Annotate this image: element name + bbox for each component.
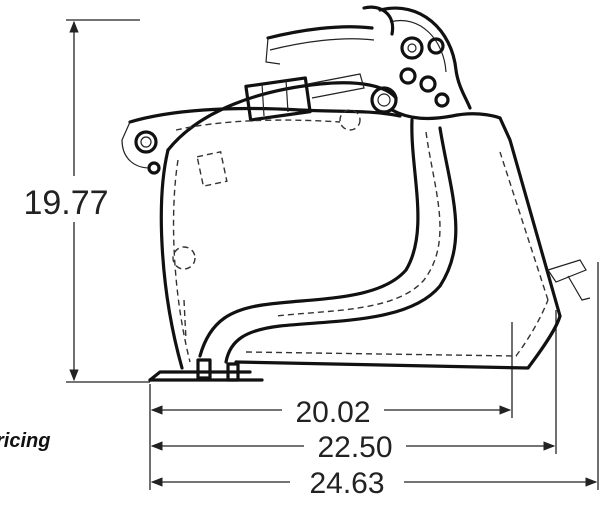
valve-bolt-2 — [419, 75, 437, 93]
hose-loop — [362, 5, 395, 36]
bucket-front-inner — [499, 151, 549, 301]
valve-bolt-1 — [399, 67, 417, 85]
side-plate-top — [128, 106, 402, 124]
hydraulic-hose-1 — [266, 25, 374, 40]
height-dimension-label: 19.77 — [23, 184, 108, 222]
mount-bolt — [147, 161, 161, 175]
pivot-pins — [134, 36, 450, 382]
arm-pivot-pin — [370, 86, 398, 114]
floor-bolt-left — [196, 358, 212, 380]
depth-mid-label: 22.50 — [317, 431, 392, 464]
arm-pivot-pin-inner — [377, 93, 391, 107]
cylinder-ring-1 — [261, 83, 265, 117]
hidden-pin — [172, 246, 196, 270]
mount-plate-edge — [121, 121, 151, 169]
hidden-details — [175, 119, 341, 341]
bucket-floor-inner — [245, 299, 549, 357]
depth-inner-label: 20.02 — [295, 396, 370, 429]
hidden-weld — [183, 299, 187, 341]
floor-bolt-right — [226, 362, 240, 382]
cylinder-ring-2 — [285, 79, 289, 113]
grapple-arm — [166, 6, 502, 364]
bucket-body — [121, 106, 591, 382]
hose-fitting-left — [265, 37, 281, 65]
hidden-plate — [196, 151, 228, 187]
grapple-tine-center — [275, 131, 441, 317]
valve-bolt-4 — [427, 37, 445, 55]
grapple-tine-outer — [198, 118, 420, 358]
mount-pin-outer — [134, 130, 158, 154]
grapple-tine-inner — [224, 126, 458, 364]
cylinder-rod — [307, 73, 365, 99]
hydraulic-hose-2 — [269, 38, 375, 51]
lip-tooth-side — [567, 275, 591, 301]
arm-pivot-link — [390, 108, 502, 121]
hidden-pin-upper — [339, 109, 361, 131]
depth-dimensions: 20.02 22.50 24.63 — [149, 262, 599, 500]
bucket-front-lip — [498, 116, 562, 318]
bucket-floor-edge — [148, 370, 252, 382]
sidebar-pricing-fragment: ricing — [0, 430, 51, 452]
arm-top-curve-inner — [389, 19, 447, 73]
bucket-back-plate — [159, 148, 184, 370]
cylinder-barrel — [244, 76, 312, 122]
mount-pin-inner — [140, 136, 152, 148]
arm-top-curve — [378, 6, 472, 110]
bucket-floor — [234, 314, 562, 370]
hidden-rib — [175, 119, 341, 131]
lip-tooth — [547, 259, 587, 283]
depth-overall-label: 24.63 — [309, 467, 384, 500]
cylinder-pin-inner — [407, 43, 417, 53]
hydraulic-cylinder — [244, 5, 395, 122]
height-dimension: 19.77 — [23, 19, 150, 383]
bucket-back-inner — [172, 159, 191, 363]
cylinder-pin — [400, 36, 424, 60]
valve-bolt-3 — [434, 92, 450, 108]
